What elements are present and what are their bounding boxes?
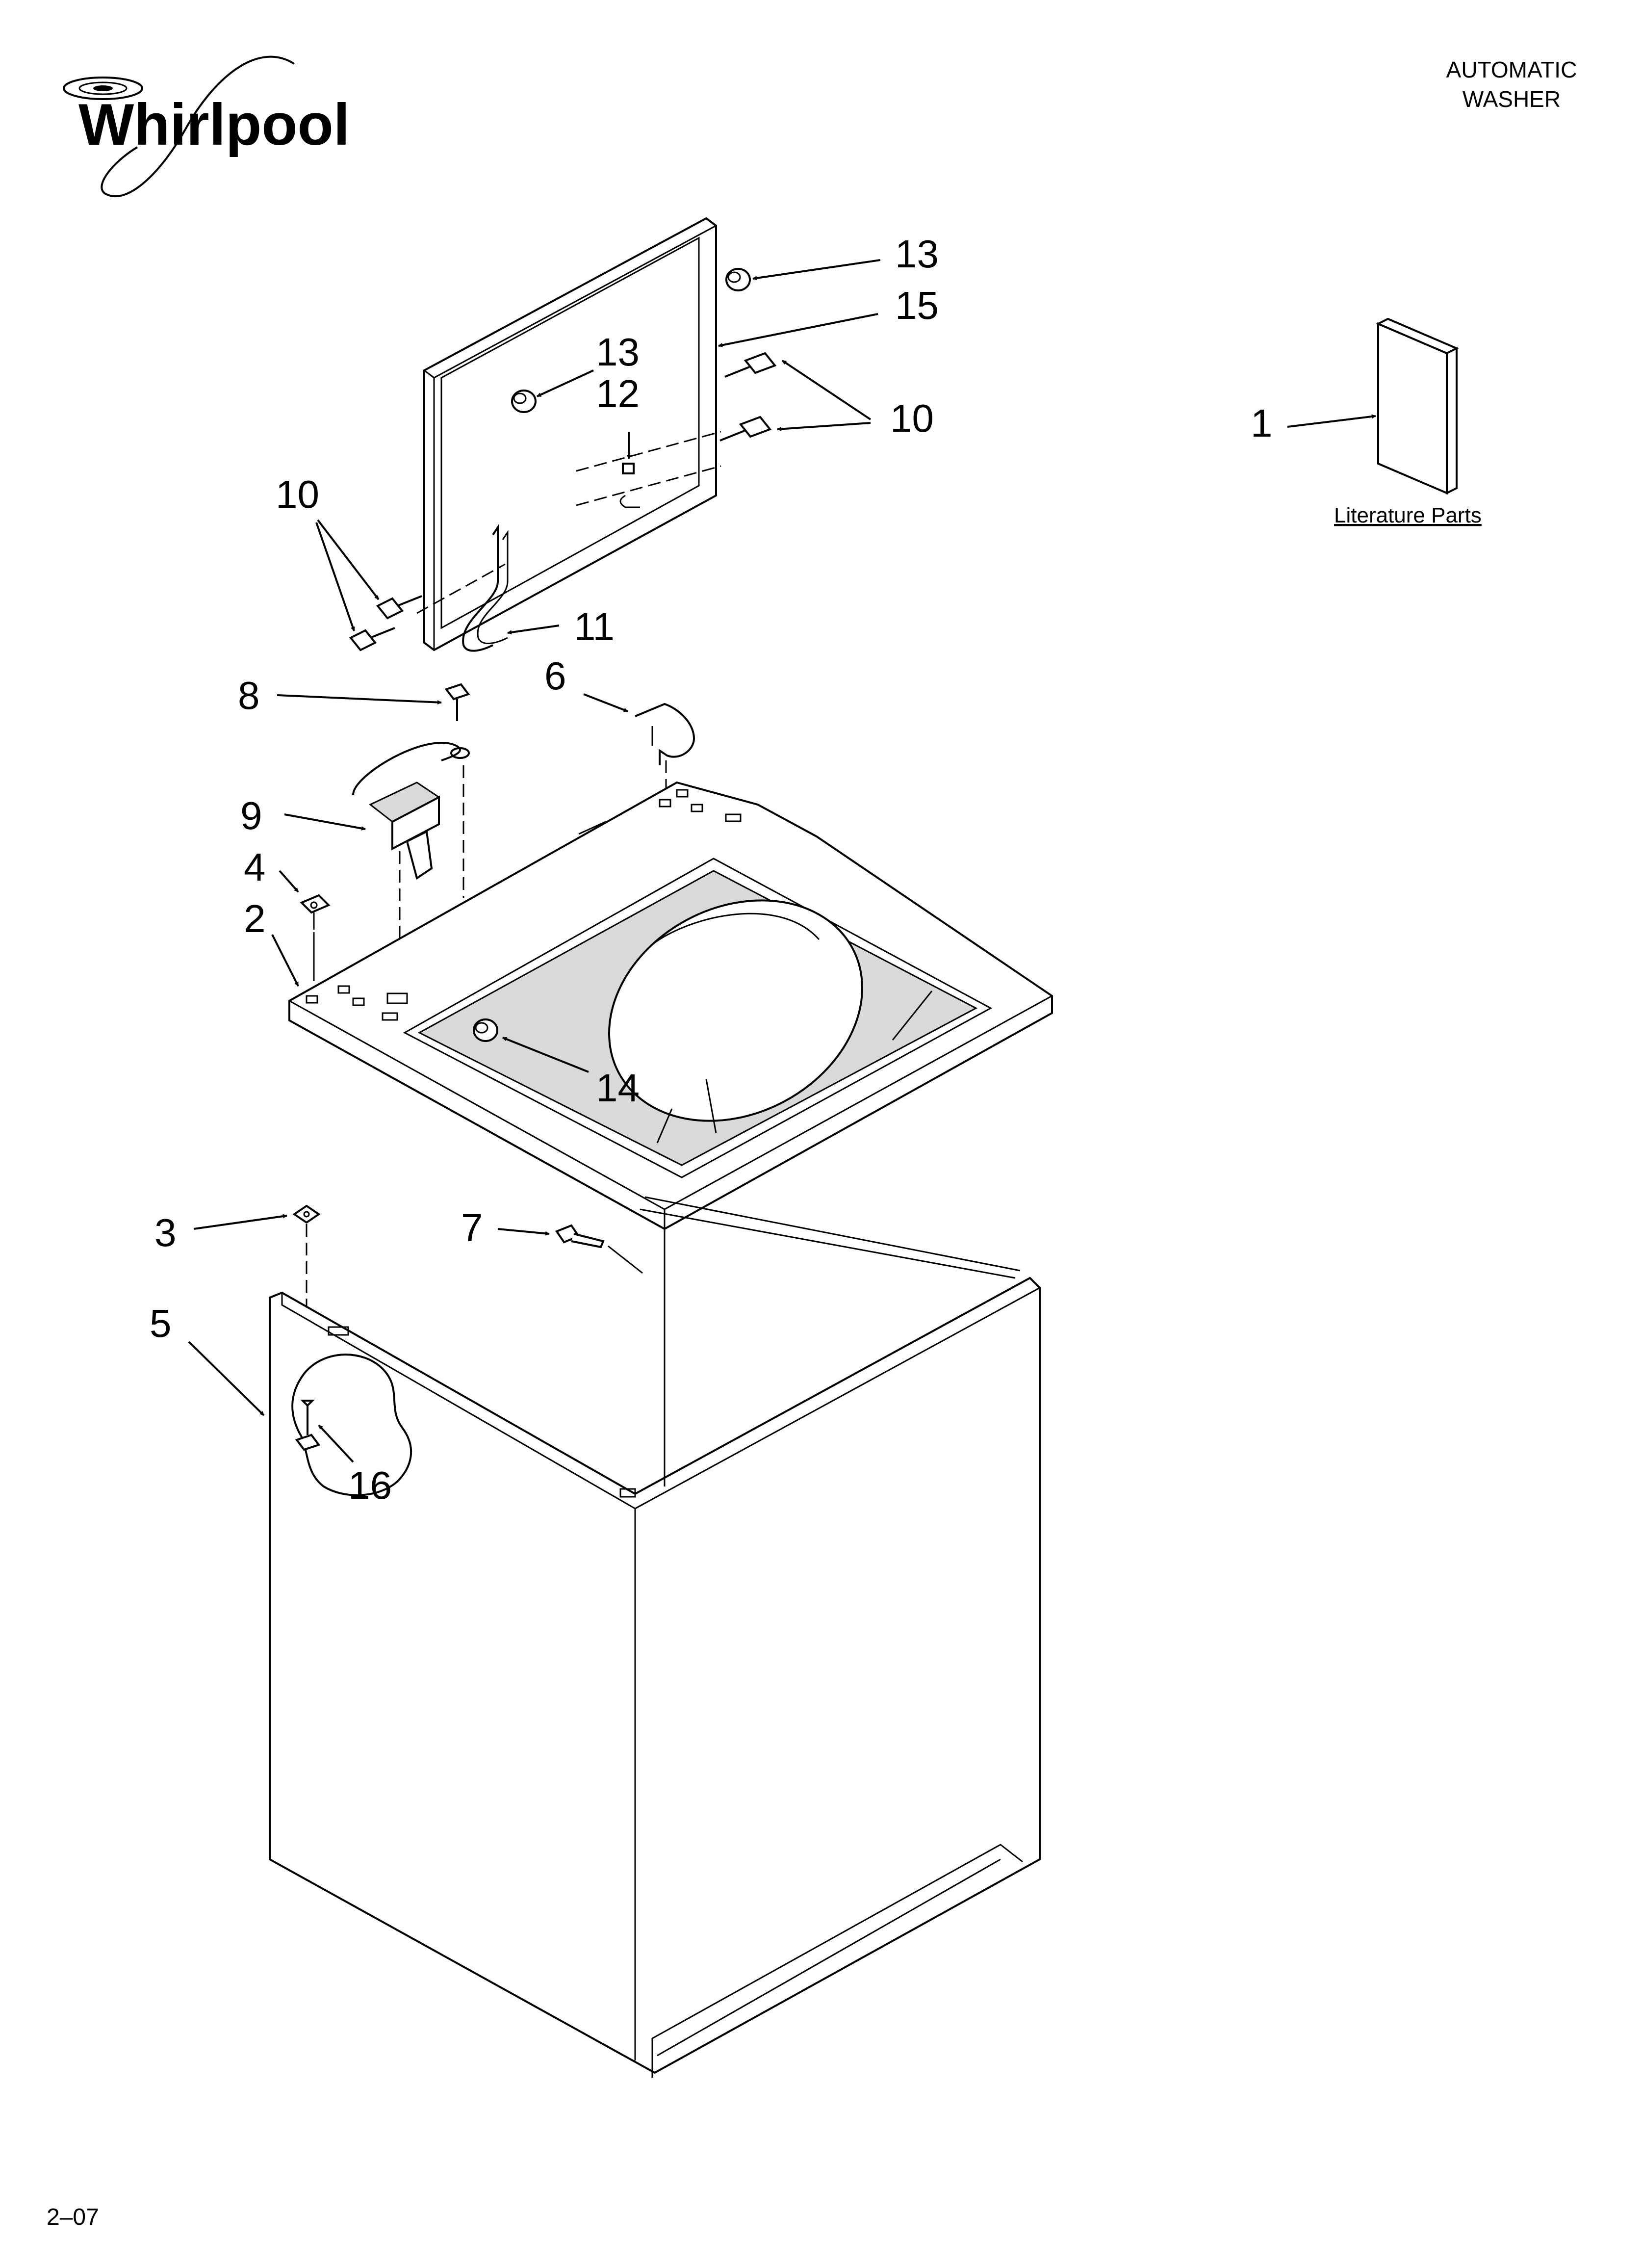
callout-12: 12 — [596, 372, 640, 416]
callout-3: 3 — [154, 1211, 177, 1254]
callout-5: 5 — [150, 1302, 172, 1345]
lid-bumper-upper — [725, 268, 751, 291]
hinge-screw-left-lower — [349, 627, 395, 652]
callout-2: 2 — [244, 897, 266, 940]
hinge-screw-left-upper — [376, 595, 422, 620]
header-title-line2: WASHER — [1462, 86, 1561, 112]
top-screw — [555, 1224, 605, 1249]
washer-cabinet-icon — [269, 1196, 1041, 2078]
manual-icon — [1376, 317, 1459, 495]
callout-7: 7 — [461, 1206, 483, 1250]
cabinet-screw — [295, 1400, 321, 1451]
callout-1: 1 — [1251, 401, 1273, 445]
brand-name: Whirlpool — [78, 92, 350, 157]
callout-13-upper: 13 — [895, 232, 939, 276]
top-clip-small — [300, 894, 331, 930]
lid-bumper-lower — [511, 390, 537, 413]
callout-10-right: 10 — [890, 396, 934, 440]
fill-inlet-nozzle — [473, 1018, 498, 1042]
callout-15: 15 — [895, 284, 939, 327]
callout-6: 6 — [544, 654, 566, 698]
whirlpool-swirl-logo-icon — [63, 55, 295, 198]
callout-14: 14 — [596, 1066, 640, 1110]
whirlpool-logo: Whirlpool — [63, 55, 350, 198]
lid-actuator-clip — [619, 463, 640, 508]
callout-16: 16 — [348, 1463, 392, 1507]
hinge-clip — [635, 703, 695, 765]
hinge-screw-right-upper — [724, 352, 777, 378]
washer-top-icon — [288, 781, 1053, 1230]
callout-11: 11 — [574, 605, 615, 649]
lid-hinge-rod — [462, 524, 509, 652]
callout-9: 9 — [240, 794, 262, 837]
callout-4: 4 — [244, 845, 266, 889]
callout-8: 8 — [238, 674, 260, 717]
literature-parts-label: Literature Parts — [1334, 503, 1482, 527]
cabinet-clip — [292, 1204, 321, 1224]
callout-13-lower: 13 — [596, 330, 640, 374]
hinge-screw-right-lower — [719, 416, 772, 442]
header-title-line1: AUTOMATIC — [1446, 57, 1577, 82]
callout-10-left: 10 — [276, 472, 319, 516]
lid-switch — [352, 742, 461, 880]
page-code: 2–07 — [47, 2204, 99, 2230]
cabinet-cutaway — [291, 1354, 412, 1496]
